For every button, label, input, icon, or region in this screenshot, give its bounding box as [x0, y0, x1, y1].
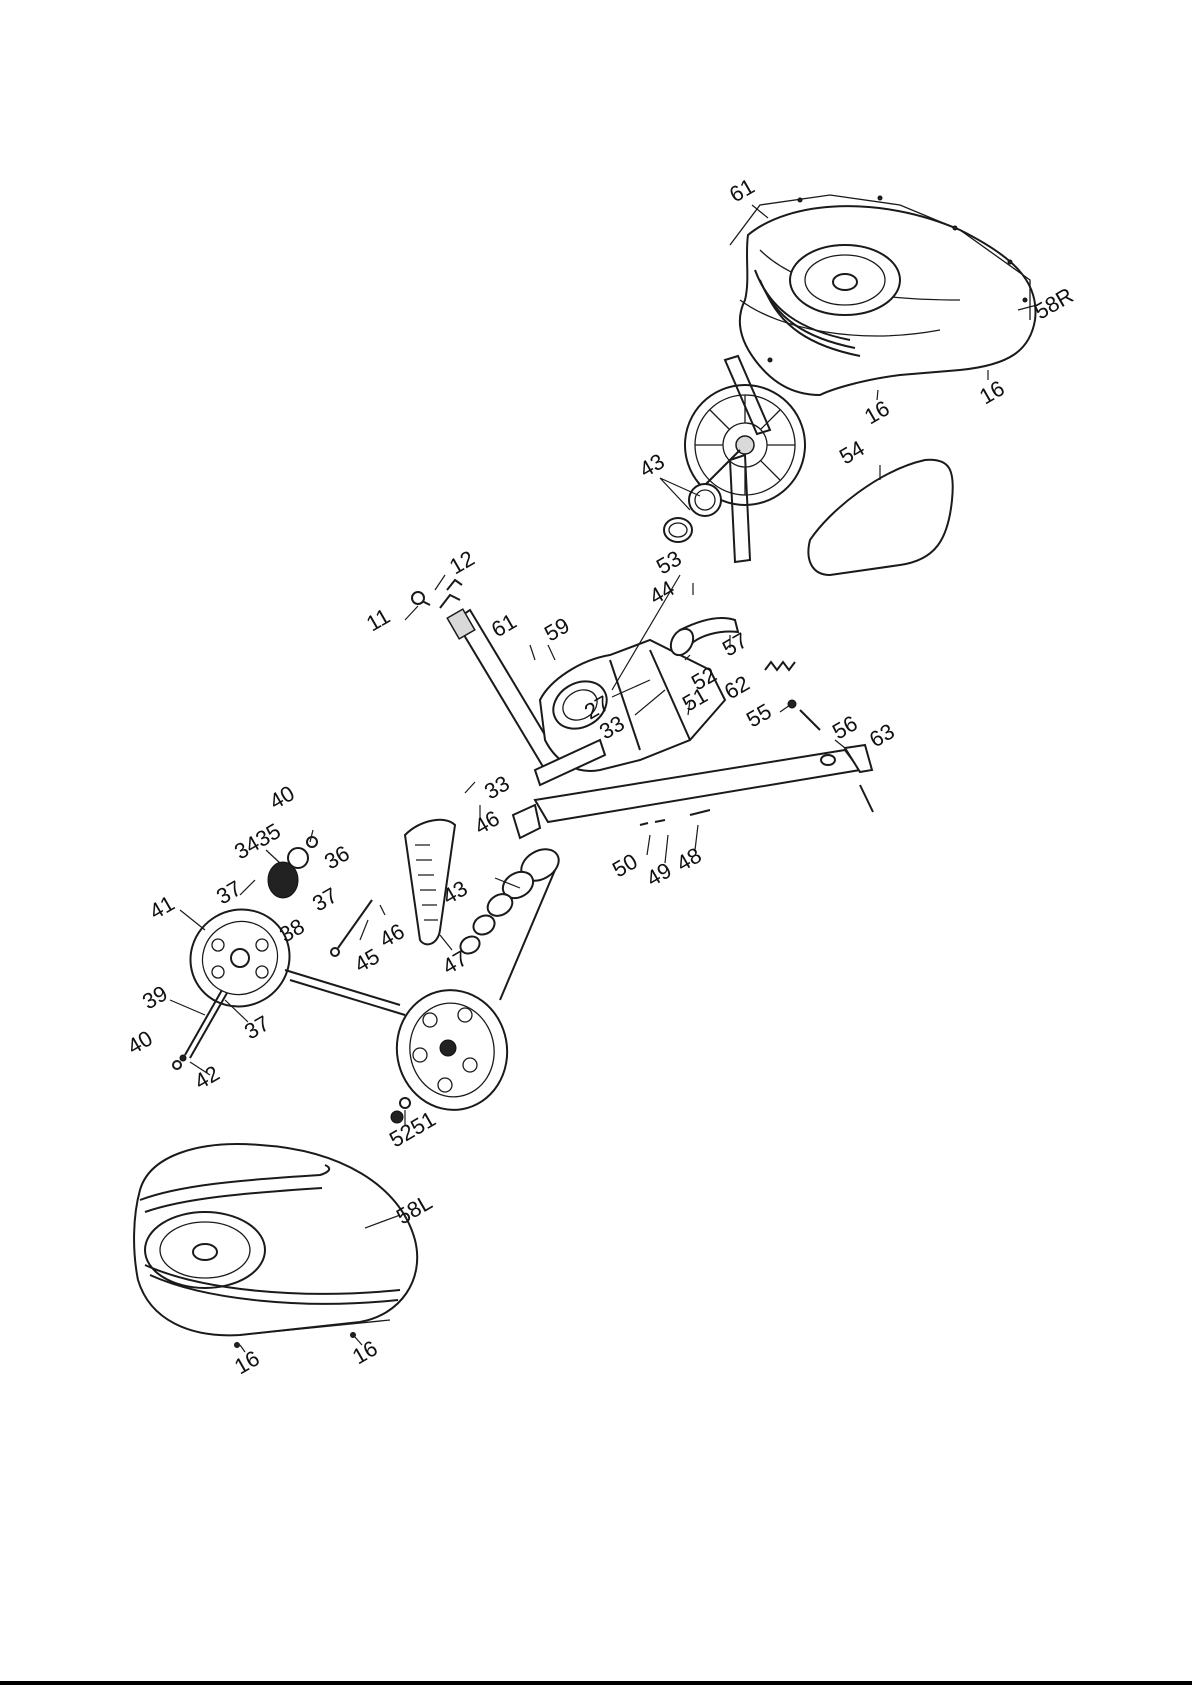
label-53: 53	[652, 545, 686, 579]
label-43: 43	[635, 448, 669, 482]
label-12: 12	[445, 545, 479, 579]
right-cover-58R	[730, 195, 1036, 395]
label-55: 55	[742, 698, 776, 732]
label-33: 33	[480, 770, 514, 804]
label-16: 16	[860, 395, 894, 429]
spring-62	[765, 662, 795, 670]
shroud-54	[808, 460, 952, 575]
label-63: 63	[865, 718, 899, 752]
label-49: 49	[642, 857, 676, 891]
label-54: 54	[835, 435, 869, 469]
label-50: 50	[608, 848, 642, 882]
right-wheel	[387, 870, 555, 1119]
label-61: 61	[725, 173, 759, 207]
page-bottom-border	[0, 1681, 1192, 1685]
left-cover-58L	[134, 1144, 417, 1347]
label-36: 36	[320, 840, 354, 874]
seat-post	[412, 580, 560, 770]
label-16: 16	[230, 1345, 264, 1379]
label-46: 46	[470, 805, 504, 839]
label-37: 37	[212, 875, 246, 909]
label-40: 40	[123, 1025, 157, 1059]
label-39: 39	[138, 980, 172, 1014]
label-45: 45	[350, 943, 384, 977]
label-16: 16	[348, 1335, 382, 1369]
label-46: 46	[375, 918, 409, 952]
label-61: 61	[487, 608, 521, 642]
label-40: 40	[265, 780, 299, 814]
label-3435: 3435	[230, 818, 285, 864]
label-56: 56	[828, 710, 862, 744]
idler-gear	[268, 837, 317, 898]
label-58R: 58R	[1030, 282, 1077, 324]
bolts-48-49-50	[640, 810, 710, 825]
label-37: 37	[308, 882, 342, 916]
label-41: 41	[145, 890, 179, 924]
label-37: 37	[240, 1010, 274, 1044]
label-44: 44	[645, 575, 679, 609]
label-59: 59	[540, 612, 574, 646]
label-11: 11	[362, 603, 394, 636]
label-16: 16	[975, 375, 1009, 409]
bolt-56	[788, 700, 820, 730]
label-48: 48	[672, 842, 706, 876]
bearing-set-lower	[457, 843, 564, 957]
